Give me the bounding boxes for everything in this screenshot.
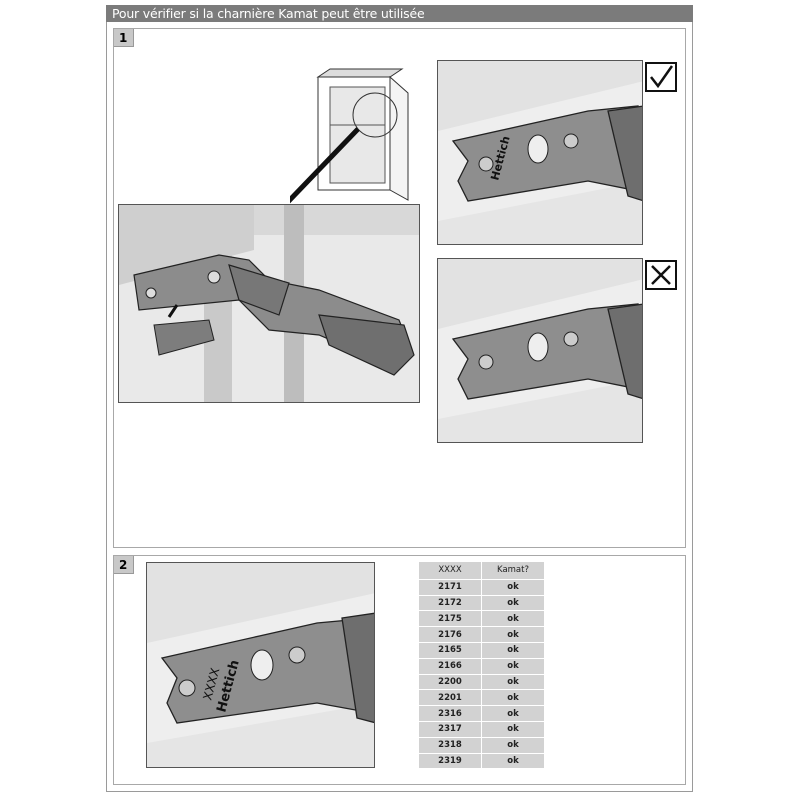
hinge-number-cell: 2172 — [418, 594, 482, 612]
hinge-number-cell: 2166 — [418, 657, 482, 675]
kamat-cell: ok — [481, 689, 545, 707]
kamat-cell: ok — [481, 610, 545, 628]
hinge-number-cell: 2200 — [418, 673, 482, 691]
kamat-cell: ok — [481, 752, 545, 770]
kamat-cell: ok — [481, 720, 545, 738]
hinge-number-cell: 2318 — [418, 736, 482, 754]
hinge-number-cell: 2316 — [418, 705, 482, 722]
kamat-cell: ok — [481, 705, 545, 722]
hinge-label-image: Hettich XXXX — [146, 562, 375, 768]
kamat-cell: ok — [481, 578, 545, 596]
hinge-correct-image: Hettich — [437, 60, 643, 245]
kamat-cell: ok — [481, 736, 545, 754]
section-2 — [113, 555, 686, 785]
cabinet-illustration — [290, 68, 409, 204]
table-header: Kamat? — [481, 561, 545, 580]
hinge-incorrect-image — [437, 258, 643, 443]
kamat-cell: ok — [481, 594, 545, 612]
hinge-number-cell: 2176 — [418, 626, 482, 643]
hinge-number-cell: 2175 — [418, 610, 482, 628]
hinge-detail-image — [118, 204, 420, 403]
table-header: XXXX — [418, 561, 482, 580]
hinge-number-cell: 2319 — [418, 752, 482, 770]
page-title: Pour vérifier si la charnière Kamat peut… — [106, 5, 693, 22]
cross-icon — [645, 260, 677, 290]
kamat-cell: ok — [481, 673, 545, 691]
hinge-number-cell: 2171 — [418, 578, 482, 596]
check-icon — [645, 62, 677, 92]
kamat-cell: ok — [481, 657, 545, 675]
hinge-number-cell: 2201 — [418, 689, 482, 707]
section-2-number: 2 — [114, 556, 134, 574]
kamat-cell: ok — [481, 641, 545, 659]
section-1-number: 1 — [114, 29, 134, 47]
hinge-number-cell: 2165 — [418, 641, 482, 659]
kamat-cell: ok — [481, 626, 545, 643]
hinge-number-cell: 2317 — [418, 720, 482, 738]
section-1 — [113, 28, 686, 548]
